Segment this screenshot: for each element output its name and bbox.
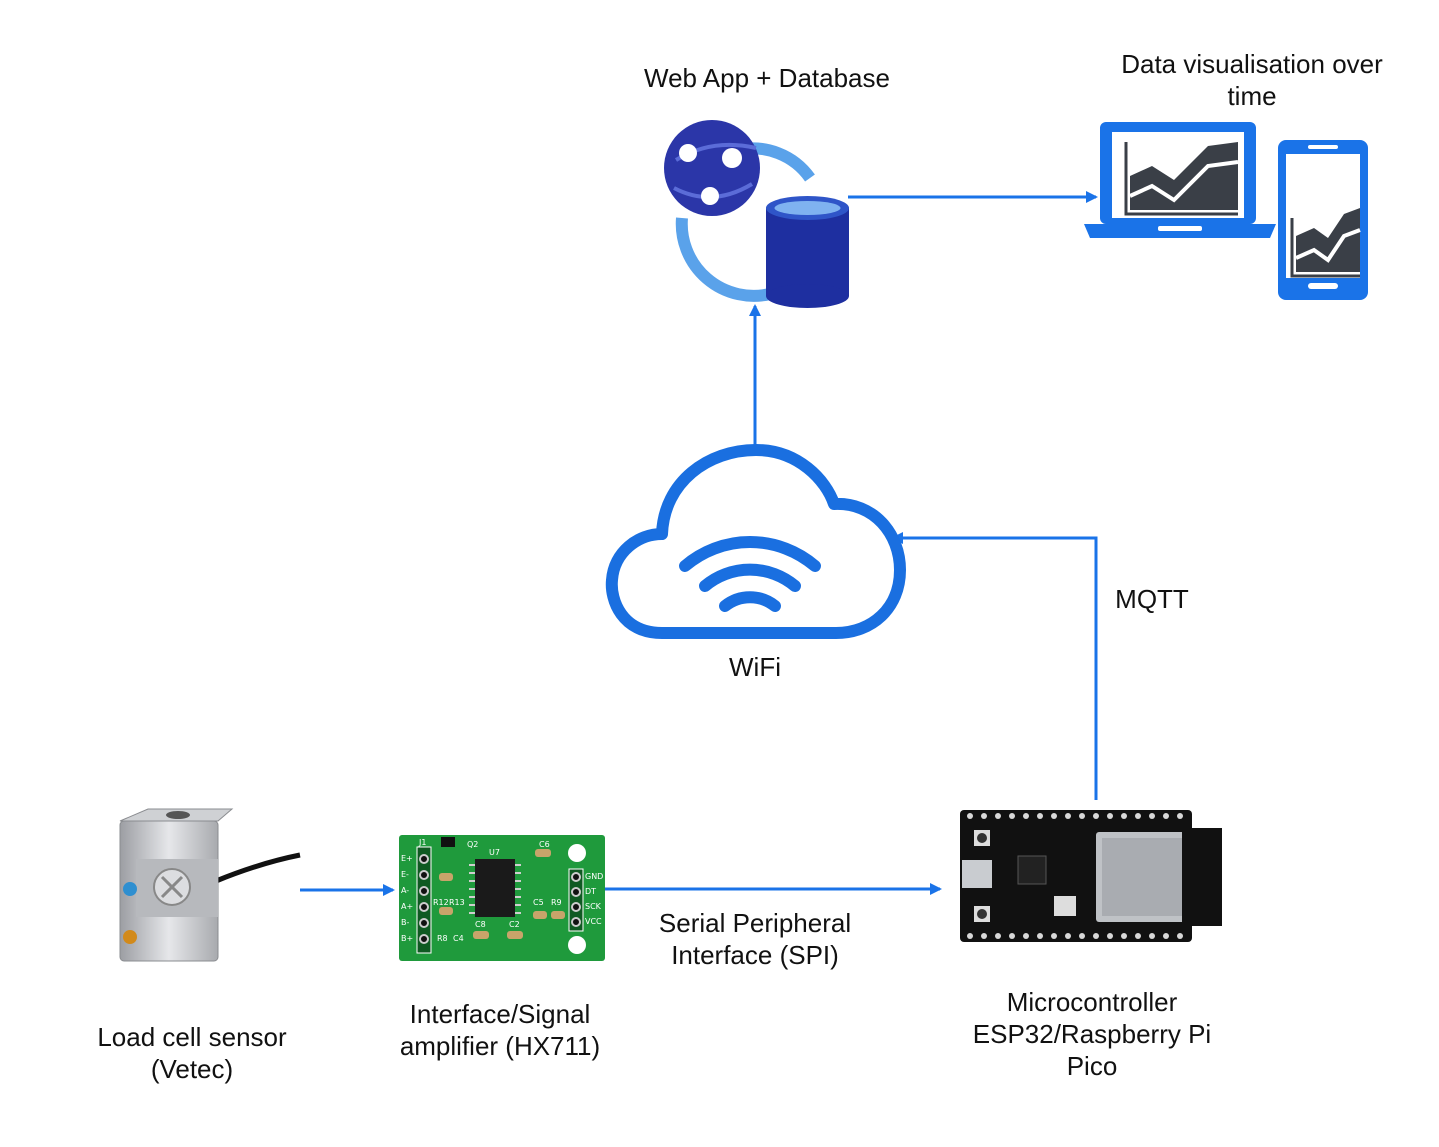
webapp-database-label: Web App + Database — [644, 63, 890, 93]
pin-label-b-plus: B+ — [401, 934, 413, 943]
chip-label: U7 — [489, 848, 500, 857]
pin-label-b-minus: B- — [401, 918, 409, 927]
pin-label-e-minus: E- — [401, 870, 409, 879]
part-label-r8: R8 — [437, 934, 448, 943]
part-label-r13: R13 — [449, 898, 465, 907]
pin-label-a-minus: A- — [401, 886, 409, 895]
pin-label-gnd: GND — [585, 872, 603, 881]
pin-label-dt: DT — [585, 887, 596, 896]
pin-label-a-plus: A+ — [401, 902, 413, 911]
microcontroller-label-line2: ESP32/Raspberry Pi — [972, 1019, 1212, 1049]
wifi-label: WiFi — [729, 652, 781, 682]
phone-icon — [1278, 140, 1368, 300]
part-label-c4: C4 — [453, 934, 464, 943]
part-label-q2: Q2 — [467, 840, 478, 849]
spi-label-line1: Serial Peripheral — [658, 908, 852, 938]
part-label-c5: C5 — [533, 898, 544, 907]
pin-label-sck: SCK — [585, 902, 602, 911]
webapp-database-icon — [664, 120, 849, 308]
part-label-j1: J1 — [418, 838, 426, 847]
mqtt-label: MQTT — [1115, 584, 1189, 614]
hx711-board-image: E+ E- A- A+ B- B+ GND DT SCK VCC U7 J1 Q… — [399, 835, 605, 961]
part-label-c8: C8 — [475, 920, 486, 929]
load-cell-sensor-image — [119, 808, 301, 962]
part-label-c2: C2 — [509, 920, 520, 929]
data-visualisation-label-line2: time — [1227, 81, 1277, 111]
wifi-cloud-icon — [605, 444, 906, 639]
part-label-r12: R12 — [433, 898, 449, 907]
amplifier-label-line1: Interface/Signal — [409, 999, 591, 1029]
part-label-r9: R9 — [551, 898, 562, 907]
laptop-icon — [1084, 122, 1276, 238]
arrow-mcu-to-cloud — [891, 532, 1098, 800]
load-cell-label-line1: Load cell sensor — [97, 1022, 287, 1052]
microcontroller-label-line1: Microcontroller — [1006, 987, 1178, 1017]
load-cell-label-line2: (Vetec) — [150, 1054, 234, 1084]
microcontroller-label-line3: Pico — [1066, 1051, 1118, 1081]
pin-label-vcc: VCC — [585, 917, 602, 926]
esp32-board-image — [960, 810, 1222, 942]
spi-label-line2: Interface (SPI) — [671, 940, 839, 970]
pin-label-e-plus: E+ — [401, 854, 413, 863]
amplifier-label-line2: amplifier (HX711) — [399, 1031, 601, 1061]
data-visualisation-label-line1: Data visualisation over — [1121, 49, 1383, 79]
part-label-c6: C6 — [539, 840, 550, 849]
